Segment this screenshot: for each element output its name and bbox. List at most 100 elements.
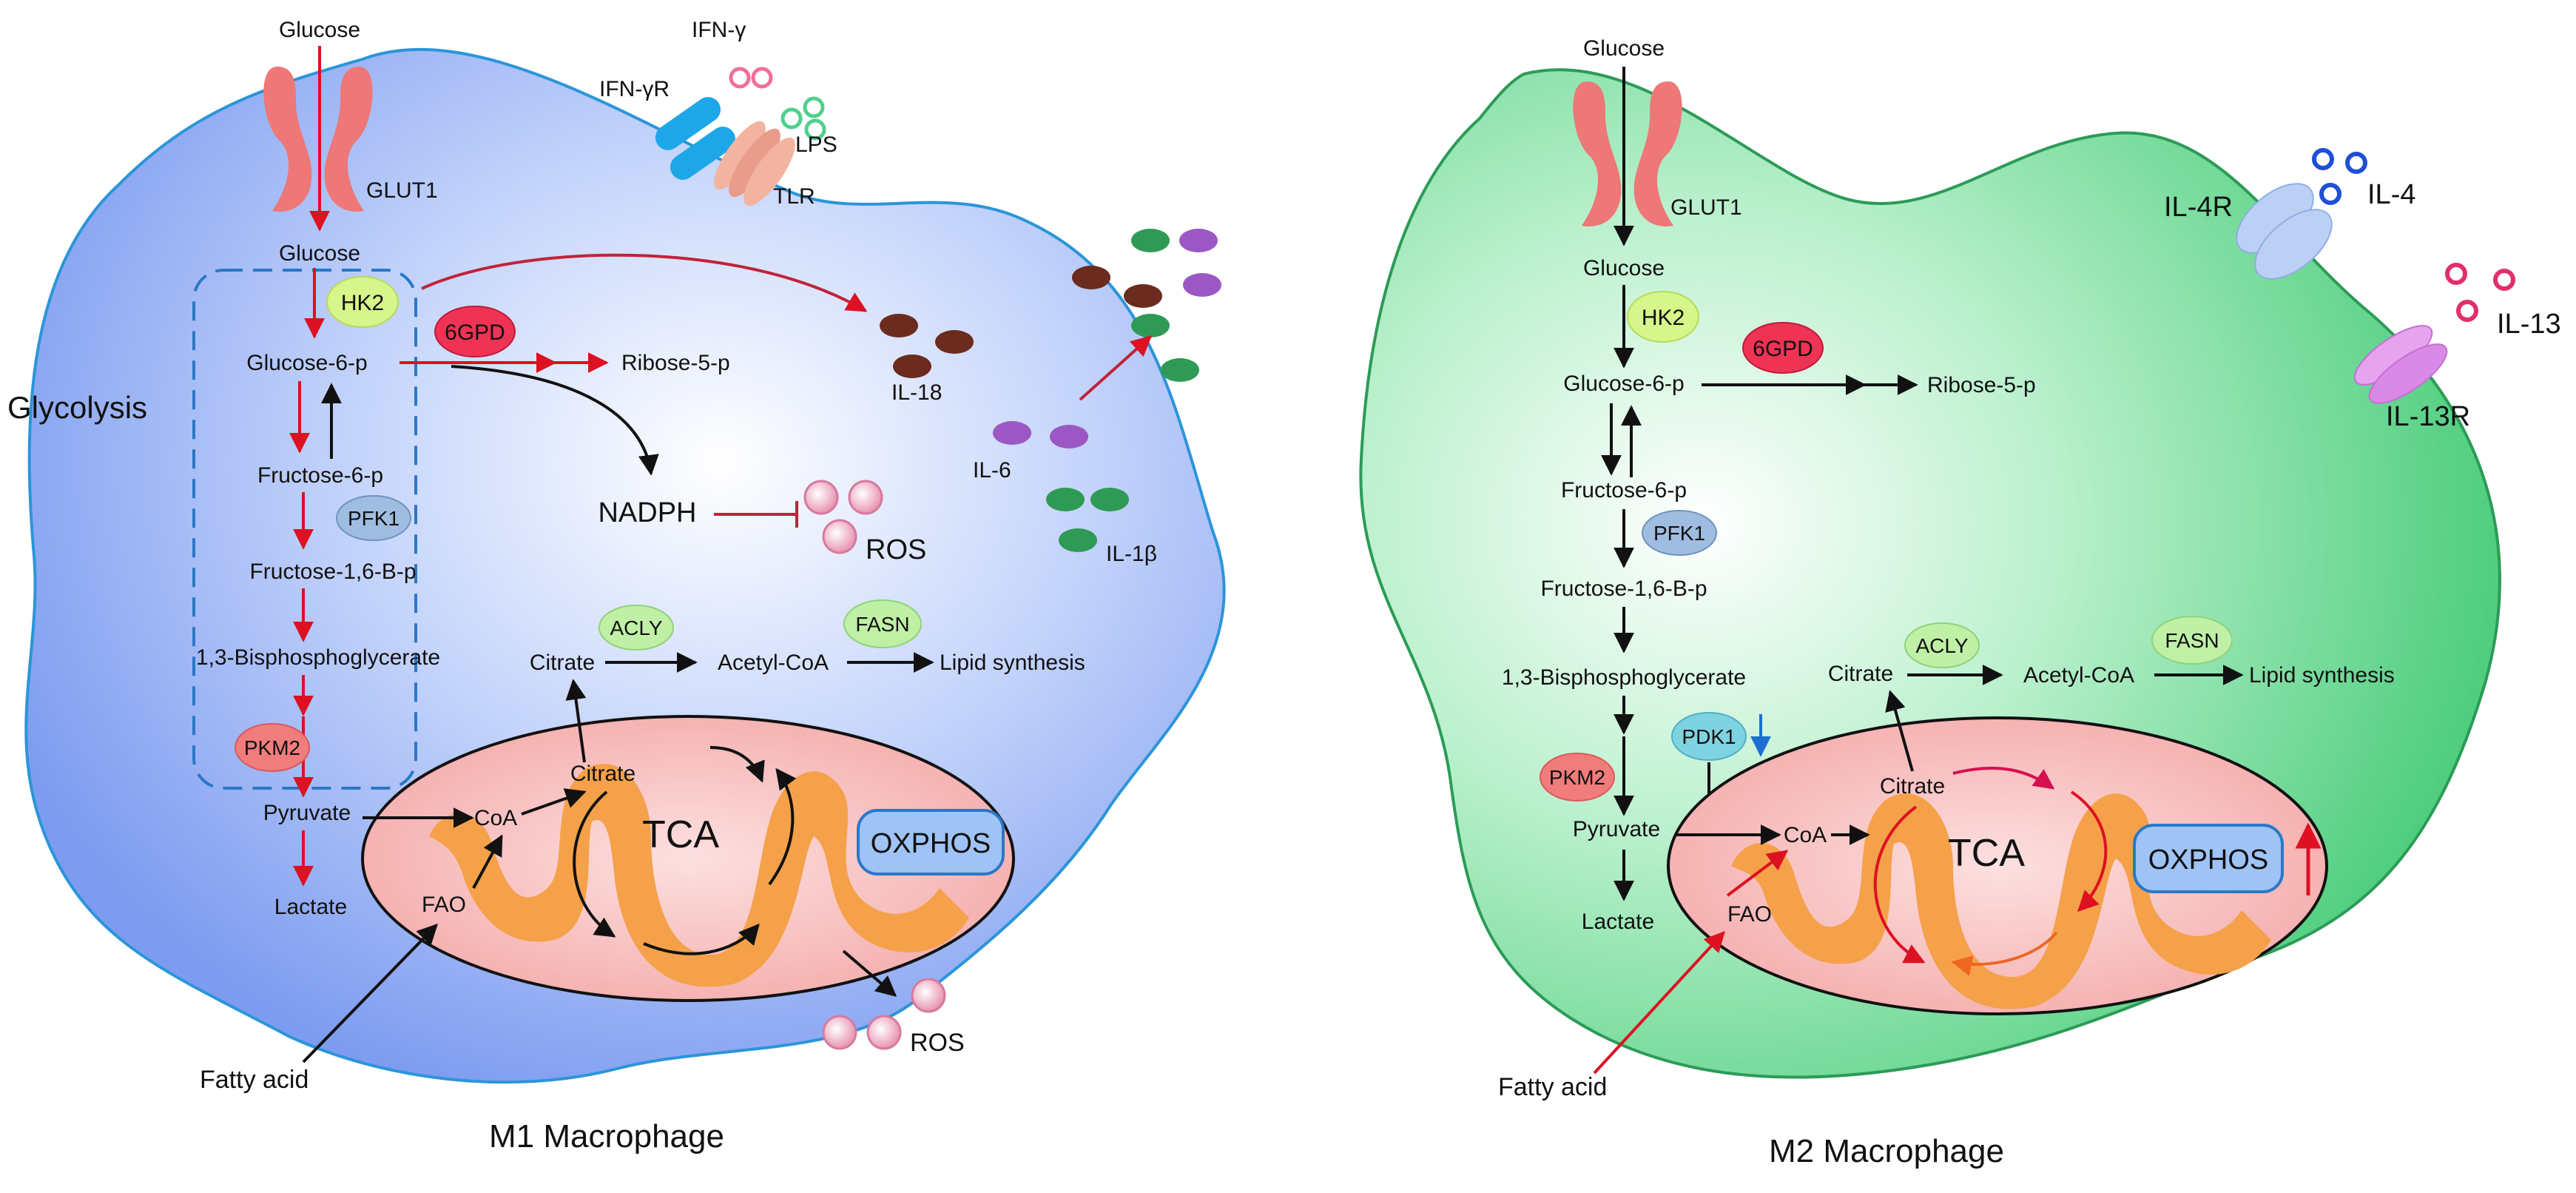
glucose-label-m1: Glucose [279,241,360,266]
ifng-molecules [729,67,773,89]
f6p-label-m2: Fructose-6-p [1561,478,1687,503]
il18-label: IL-18 [891,380,942,405]
g6p-label-m2: Glucose-6-p [1563,372,1684,396]
il13r-label: IL-13R [2386,401,2470,432]
fao-label-m2: FAO [1727,902,1772,927]
citrate-in-label-m1: Citrate [570,762,635,786]
glucose-label-m2: Glucose [1583,256,1665,280]
m2-title: M2 Macrophage [1769,1133,2004,1169]
tca-label-m2: TCA [1948,832,2025,875]
ribose-label-m2: Ribose-5-p [1927,373,2036,397]
lps-molecules [780,96,826,141]
tca-label-m1: TCA [642,813,719,856]
pkm2-enzyme-m1 [235,723,310,772]
citrate-in-label-m2: Citrate [1880,774,1945,799]
fatty-acid-label-m2: Fatty acid [1498,1073,1607,1101]
glut1-label-m1: GLUT1 [366,178,438,203]
ros-molecules-top [803,480,883,554]
f16bp-label-m2: Fructose-1,6-B-p [1540,577,1707,601]
hk2-enzyme-m1 [326,276,399,328]
coa-label-m1: CoA [474,806,517,830]
lactate-label-m2: Lactate [1582,910,1654,934]
glucose-in-label-m2: Glucose [1583,36,1665,61]
citrate-out-label-m1: Citrate [530,651,595,675]
pkm2-enzyme-m2 [1540,753,1615,802]
pfk1-enzyme-m2 [1642,510,1717,556]
il13-label: IL-13 [2497,309,2561,340]
pfk1-label-m2: PFK1 [1653,522,1705,545]
il1b-molecules [1046,229,1199,552]
pfk1-label-m1: PFK1 [348,507,399,530]
hk2-enzyme-m2 [1627,291,1699,343]
m2-panel: Glucose GLUT1 Glucose HK2 Glucose-6-p Fr… [1359,36,2561,1169]
pdk1-label: PDK1 [1682,725,1736,748]
pyruvate-label-m2: Pyruvate [1573,817,1660,841]
oxphos-label-m1: OXPHOS [871,828,991,859]
ribose-label-m1: Ribose-5-p [621,351,730,375]
il6-molecules [993,229,1221,448]
fasn-enzyme-m1 [843,599,922,648]
tlr-receptor [714,121,795,206]
ros-label-top: ROS [866,534,926,565]
hk2-label-m1: HK2 [341,291,384,315]
ros-molecules-bottom [822,978,946,1050]
fasn-enzyme-m2 [2151,616,2233,665]
glucose-in-label-m1: Glucose [279,18,360,42]
il4r-label: IL-4R [2164,192,2233,223]
fao-label-m1: FAO [422,893,466,917]
hk2-label-m2: HK2 [1642,306,1685,330]
m1-title: M1 Macrophage [489,1118,724,1155]
lipid-label-m2: Lipid synthesis [2249,663,2395,688]
acly-label-m1: ACLY [610,616,662,639]
glut1-transporter-m1 [263,67,373,212]
il4r-receptor [2236,183,2333,280]
il1b-label: IL-1β [1106,542,1157,566]
oxphos-box-m2 [2133,824,2284,893]
il4-molecules [2312,148,2367,205]
pdk1-enzyme [1671,712,1747,761]
nadph-label: NADPH [598,497,696,528]
pkm2-label-m2: PKM2 [1549,766,1605,789]
lps-label: LPS [795,132,837,157]
il13r-receptor [2353,325,2448,404]
pfk1-enzyme-m1 [336,495,411,541]
cristae-m1 [429,764,969,987]
g6p-label-m1: Glucose-6-p [246,351,367,375]
ifngr-label: IFN-γR [599,77,670,101]
acly-label-m2: ACLY [1915,634,1968,657]
acetyl-label-m1: Acetyl-CoA [718,651,829,675]
glycolysis-label: Glycolysis [7,390,147,425]
g6pd-enzyme-m2 [1742,322,1824,374]
coa-label-m2: CoA [1784,823,1827,847]
g6pd-label-m1: 6GPD [445,320,505,345]
il4-label: IL-4 [2367,179,2415,210]
pyruvate-label-m1: Pyruvate [263,801,351,825]
ifngr-receptor [655,97,736,180]
g6pd-enzyme-m1 [434,306,516,357]
ifng-label: IFN-γ [692,18,746,42]
f6p-label-m1: Fructose-6-p [257,463,383,488]
lactate-label-m1: Lactate [274,895,347,919]
f16bp-label-m1: Fructose-1,6-B-p [249,559,416,584]
bpg-label-m2: 1,3-Bisphosphoglycerate [1502,665,1746,690]
acly-enzyme-m2 [1904,622,1980,668]
fasn-label-m1: FASN [855,613,909,636]
fasn-label-m2: FASN [2165,629,2219,652]
glut1-transporter-m2 [1573,81,1682,226]
citrate-out-label-m2: Citrate [1828,662,1893,686]
oxphos-box-m1 [857,809,1005,876]
m1-panel: Glucose GLUT1 Glucose Glycolysis HK2 Glu… [7,18,1226,1155]
il6-label: IL-6 [973,458,1011,483]
il13-molecules [2445,263,2515,322]
acly-enzyme-m1 [599,605,674,651]
lipid-label-m1: Lipid synthesis [940,651,1085,675]
glut1-label-m2: GLUT1 [1670,195,1742,220]
acetyl-label-m2: Acetyl-CoA [2023,663,2134,688]
bpg-label-m1: 1,3-Bisphosphoglycerate [196,645,440,670]
ros-label-bottom: ROS [910,1029,965,1057]
il18-molecules [880,266,1162,378]
g6pd-label-m2: 6GPD [1753,337,1813,361]
oxphos-label-m2: OXPHOS [2148,844,2269,876]
fatty-acid-label-m1: Fatty acid [200,1066,308,1094]
